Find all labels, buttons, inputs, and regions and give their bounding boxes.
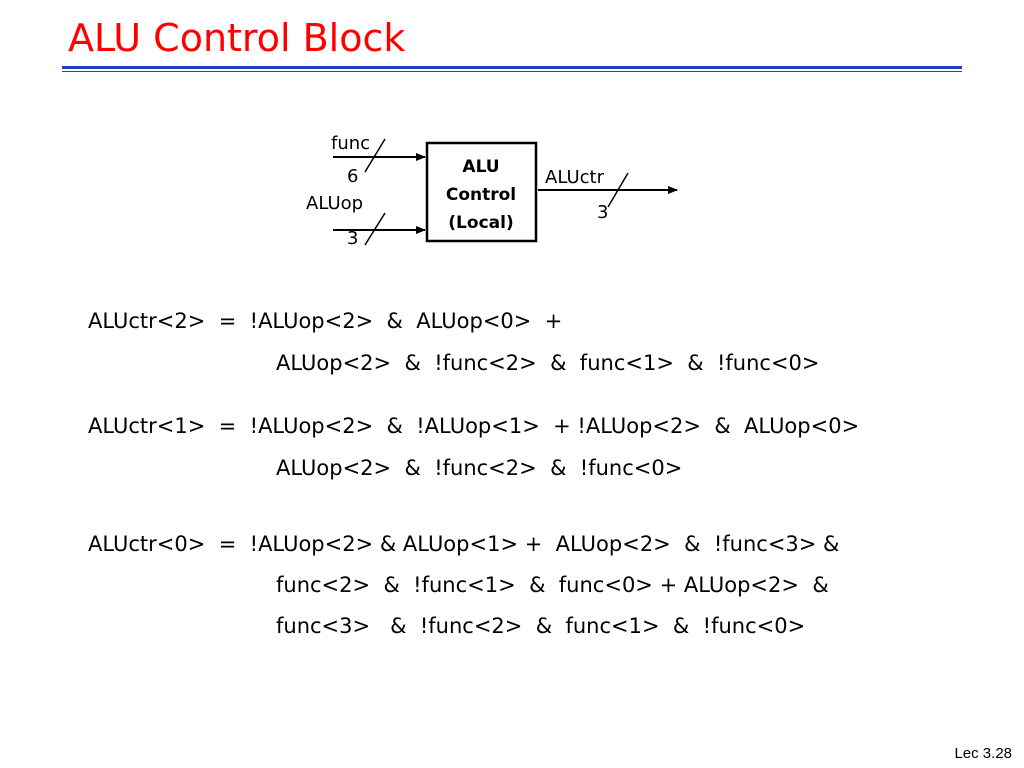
equation-aluctr1-line-2: ALUop<2> & !func<2> & !func<0> xyxy=(276,456,683,480)
equation-aluctr2-line-2: ALUop<2> & !func<2> & func<1> & !func<0> xyxy=(276,351,820,375)
equation-aluctr0-line-3: func<3> & !func<2> & func<1> & !func<0> xyxy=(276,614,806,638)
equation-aluctr0-line-2: func<2> & !func<1> & func<0> + ALUop<2> … xyxy=(276,573,829,597)
func-bus-slash xyxy=(364,138,386,173)
equation-aluctr0-line-1: ALUctr<0> = !ALUop<2> & ALUop<1> + ALUop… xyxy=(88,532,840,556)
func-input-width: 6 xyxy=(347,166,358,187)
alu-control-block xyxy=(425,141,538,243)
block-label-line-3: (Local) xyxy=(448,213,513,233)
aluctr-output-width: 3 xyxy=(597,202,608,223)
func-input-label: func xyxy=(331,133,370,154)
aluctr-bus-slash xyxy=(607,172,629,208)
equation-aluctr1-line-1: ALUctr<1> = !ALUop<2> & !ALUop<1> + !ALU… xyxy=(88,414,860,438)
aluop-input-label: ALUop xyxy=(306,193,363,214)
aluctr-output-label: ALUctr xyxy=(545,167,605,188)
slide-title: ALU Control Block xyxy=(68,16,406,60)
aluop-bus-slash xyxy=(364,212,386,246)
slide-footer: Lec 3.28 xyxy=(954,745,1012,762)
block-label-line-2: Control xyxy=(446,185,516,205)
block-label-line-1: ALU xyxy=(462,157,499,177)
title-underline xyxy=(62,66,962,69)
equation-aluctr2-line-1: ALUctr<2> = !ALUop<2> & ALUop<0> + xyxy=(88,309,563,333)
title-underline-thin xyxy=(62,71,962,72)
aluop-input-width: 3 xyxy=(347,228,358,249)
